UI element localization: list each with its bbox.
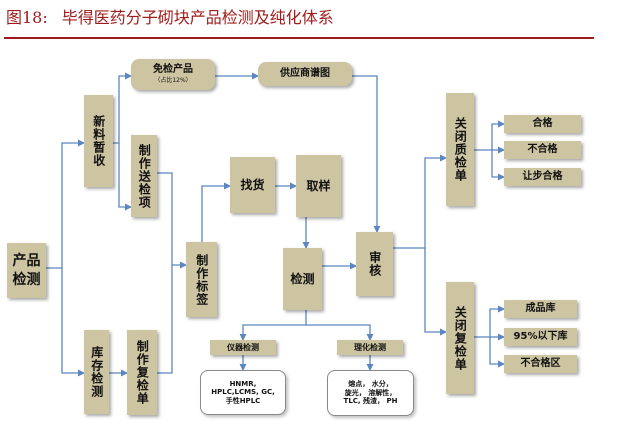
edge-purchase-to-make-send: [118, 143, 132, 211]
edge-cq-to-qualified: [474, 120, 505, 151]
edge-test-to-instrument: [239, 310, 307, 341]
exempt-note: （占比12%）: [154, 77, 192, 85]
figure-title-text: 毕得医药分子砌块产品检测及纯化体系: [61, 8, 334, 27]
edge-product-to-purchase: [46, 139, 85, 269]
node-unqualified-zone: 不合格区: [504, 355, 577, 373]
edge-recheck-to-label: [157, 265, 173, 374]
node-below95-store: 95%以下库: [504, 328, 577, 346]
node-close-quality: 关闭质检单: [446, 93, 474, 206]
node-inventory-test: 库存检测: [84, 330, 109, 414]
instrument-item: 手性HPLC: [225, 396, 261, 405]
edge-review-to-close-quality: [393, 154, 447, 249]
edge-test-to-physchem: [306, 324, 374, 341]
physchem-item: 熔点， 水分，: [348, 380, 393, 389]
edge-cr-to-finished: [474, 305, 505, 338]
instrument-item: HPLC,LCMS, GC,: [211, 388, 275, 397]
exempt-label: 免检产品: [153, 64, 193, 76]
node-qualified: 合格: [504, 115, 581, 133]
edge-purchase-to-exempt: [113, 72, 132, 144]
node-new-purchase: 新料暂收: [84, 95, 113, 187]
edge-product-to-inventory: [61, 268, 85, 377]
node-make-recheck: 制作复检单: [127, 330, 157, 415]
node-make-send: 制作送检项: [131, 135, 157, 217]
edge-cr-to-unqualified-zone: [489, 337, 505, 368]
edge-make-send-to-label: [157, 172, 187, 269]
node-testing: 检测: [283, 248, 322, 310]
figure-title: 图18: 毕得医药分子砌块产品检测及纯化体系: [6, 4, 334, 28]
node-instrument-items: HNMR, HPLC,LCMS, GC, 手性HPLC: [200, 370, 286, 415]
edge-cq-to-concession: [491, 150, 505, 181]
node-unqualified: 不合格: [504, 141, 581, 159]
node-exempt: 免检产品 （占比12%）: [131, 59, 215, 90]
instrument-item: HNMR,: [229, 379, 257, 388]
node-find-goods: 找货: [230, 157, 275, 213]
node-review: 审核: [356, 232, 393, 296]
edge-spectrum-to-review: [352, 75, 381, 233]
physchem-item: 旋光， 溶解性，: [344, 388, 397, 397]
node-sampling: 取样: [296, 155, 341, 217]
node-close-recheck: 关闭复检单: [446, 282, 474, 394]
node-physchem-items: 熔点， 水分， 旋光， 溶解性， TLC, 残渣， PH: [327, 370, 414, 416]
edge-review-to-close-recheck: [424, 248, 447, 336]
node-product-test: 产品检测: [7, 243, 46, 298]
node-instrument-test: 仪器检测: [210, 340, 276, 355]
physchem-item: TLC, 残渣， PH: [343, 397, 398, 406]
node-finished-store: 成品库: [504, 300, 577, 318]
node-concession: 让步合格: [504, 168, 581, 186]
node-make-label: 制作标签: [186, 242, 217, 317]
node-supply-spectrum: 供应商谱图: [258, 62, 352, 86]
title-rule: [4, 37, 594, 39]
node-physchem-test: 理化检测: [337, 340, 403, 355]
figure-number: 图18:: [6, 8, 48, 27]
